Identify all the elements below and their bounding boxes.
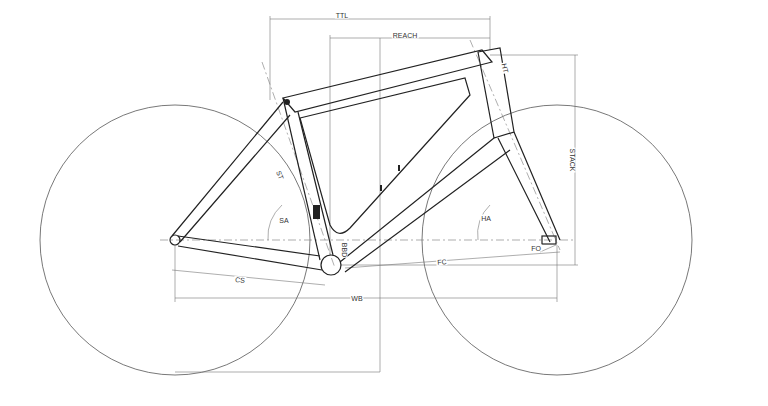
wheels (40, 105, 692, 375)
dimension-label: SA (278, 217, 289, 224)
dimension-label: STACK (569, 148, 576, 173)
dimension-label: FO (530, 245, 542, 252)
dimension-label: ST (275, 169, 285, 182)
dimension-lines (160, 16, 578, 372)
dimension-label: TTL (335, 12, 349, 19)
dimension-label: CS (234, 276, 246, 284)
dimension-label: WB (350, 295, 363, 302)
dimension-label: REACH (392, 32, 419, 39)
dimension-label: HT (500, 62, 509, 75)
dimension-label: HA (480, 215, 492, 222)
rear-wheel (40, 105, 310, 375)
dimension-label: FC (436, 258, 448, 266)
frame-tubes (170, 48, 560, 275)
dimension-label: BBD (341, 242, 348, 258)
frame-details (284, 99, 400, 219)
